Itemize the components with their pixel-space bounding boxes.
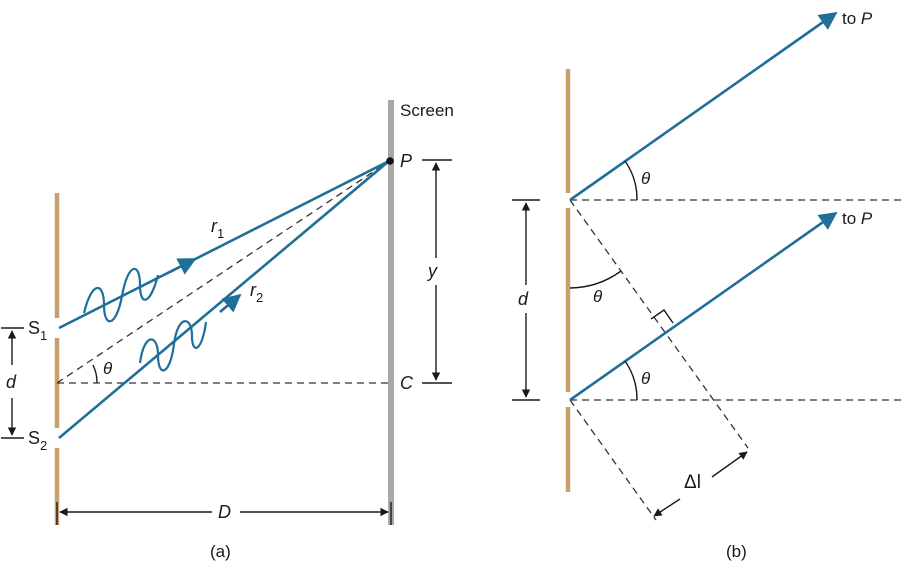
angle-arc-b-mid: [569, 270, 622, 289]
perpendicular-dash-bottom: [569, 399, 657, 521]
caption-b: (b): [726, 542, 747, 561]
angle-arc-b-top: [624, 160, 638, 201]
delta-l-label: Δl: [684, 472, 701, 493]
theta-label-b-mid: θ: [593, 287, 603, 306]
ray-r2: [58, 160, 390, 439]
center-to-p-line: [56, 159, 392, 384]
s1-label: S1: [28, 318, 47, 343]
caption-a: (a): [210, 542, 231, 561]
d-label-a: d: [6, 372, 17, 392]
to-p-top-label: to P: [842, 9, 873, 28]
theta-label-b-top: θ: [641, 169, 651, 188]
ray-r1-arrow: [169, 257, 197, 275]
point-c-label: C: [400, 373, 414, 393]
angle-arc-a: [92, 364, 98, 384]
to-p-bottom-label: to P: [842, 209, 873, 228]
point-p-dot: [386, 157, 394, 165]
right-angle-marker: [650, 309, 674, 324]
panel-a: Screen P C y D d θ r1 r2 S1 S2 (a): [1, 100, 454, 561]
ray-r2-arrow: [219, 293, 242, 313]
s2-label: S2: [28, 428, 47, 453]
delta-l-arrow-right: [711, 451, 748, 478]
angle-arc-b-bottom: [624, 360, 638, 401]
wavelet-r2: [138, 320, 208, 372]
theta-label-a: θ: [103, 359, 113, 378]
y-label: y: [426, 261, 438, 281]
perpendicular-dash-top: [569, 199, 749, 449]
delta-l-arrow-left: [653, 498, 681, 517]
d-label-b: d: [518, 289, 529, 309]
panel-b: to P to P d θ θ θ Δl (b): [512, 9, 905, 561]
screen-label: Screen: [400, 101, 454, 120]
point-p-label: P: [400, 151, 412, 171]
wavelet-r1: [82, 267, 160, 323]
r2-label: r2: [250, 280, 263, 305]
ray-r1: [58, 159, 390, 330]
r1-label: r1: [211, 216, 224, 241]
ray-b-top: [569, 11, 838, 202]
D-label: D: [218, 502, 231, 522]
ray-b-bottom: [569, 211, 838, 402]
theta-label-b-bottom: θ: [641, 369, 651, 388]
